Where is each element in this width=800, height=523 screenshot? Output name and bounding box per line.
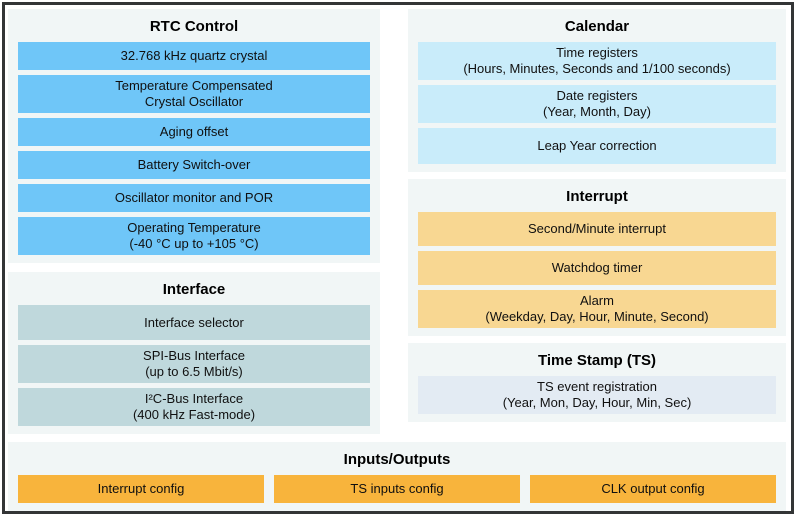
block-ts-event-registration: TS event registration (Year, Mon, Day, H…: [418, 376, 776, 414]
block-interface-selector: Interface selector: [18, 305, 370, 340]
calendar-boxes: Time registers (Hours, Minutes, Seconds …: [418, 42, 776, 164]
panel-rtc-control: RTC Control 32.768 kHz quartz crystal Te…: [8, 9, 380, 263]
diagram-columns: RTC Control 32.768 kHz quartz crystal Te…: [8, 9, 786, 434]
block-watchdog-timer: Watchdog timer: [418, 251, 776, 285]
time-stamp-title: Time Stamp (TS): [537, 352, 657, 369]
panel-inputs-outputs: Inputs/Outputs Interrupt config TS input…: [8, 442, 786, 511]
rtc-control-title: RTC Control: [149, 18, 239, 35]
block-i2c-bus-interface: I²C-Bus Interface (400 kHz Fast-mode): [18, 388, 370, 426]
block-operating-temperature: Operating Temperature (-40 °C up to +105…: [18, 217, 370, 255]
block-clk-output-config: CLK output config: [530, 475, 776, 503]
inputs-outputs-boxes: Interrupt config TS inputs config CLK ou…: [18, 475, 776, 503]
interface-boxes: Interface selector SPI-Bus Interface (up…: [18, 305, 370, 426]
block-oscillator-monitor-por: Oscillator monitor and POR: [18, 184, 370, 212]
rtc-control-boxes: 32.768 kHz quartz crystal Temperature Co…: [18, 42, 370, 255]
block-second-minute-interrupt: Second/Minute interrupt: [418, 212, 776, 246]
panel-interrupt: Interrupt Second/Minute interrupt Watchd…: [408, 179, 786, 336]
right-column: Calendar Time registers (Hours, Minutes,…: [408, 9, 786, 434]
block-alarm: Alarm (Weekday, Day, Hour, Minute, Secon…: [418, 290, 776, 328]
interrupt-title: Interrupt: [566, 188, 628, 205]
diagram-frame: RTC Control 32.768 kHz quartz crystal Te…: [2, 2, 794, 514]
interrupt-boxes: Second/Minute interrupt Watchdog timer A…: [418, 212, 776, 328]
block-date-registers: Date registers (Year, Month, Day): [418, 85, 776, 123]
panel-interface: Interface Interface selector SPI-Bus Int…: [8, 272, 380, 434]
block-tcxo: Temperature Compensated Crystal Oscillat…: [18, 75, 370, 113]
block-interrupt-config: Interrupt config: [18, 475, 264, 503]
block-quartz-crystal: 32.768 kHz quartz crystal: [18, 42, 370, 70]
inputs-outputs-title: Inputs/Outputs: [343, 451, 451, 468]
panel-calendar: Calendar Time registers (Hours, Minutes,…: [408, 9, 786, 172]
left-column: RTC Control 32.768 kHz quartz crystal Te…: [8, 9, 380, 434]
block-battery-switchover: Battery Switch-over: [18, 151, 370, 179]
block-time-registers: Time registers (Hours, Minutes, Seconds …: [418, 42, 776, 80]
block-aging-offset: Aging offset: [18, 118, 370, 146]
panel-time-stamp: Time Stamp (TS) TS event registration (Y…: [408, 343, 786, 422]
calendar-title: Calendar: [564, 18, 630, 35]
block-spi-bus-interface: SPI-Bus Interface (up to 6.5 Mbit/s): [18, 345, 370, 383]
time-stamp-boxes: TS event registration (Year, Mon, Day, H…: [418, 376, 776, 414]
block-leap-year-correction: Leap Year correction: [418, 128, 776, 164]
block-ts-inputs-config: TS inputs config: [274, 475, 520, 503]
interface-title: Interface: [162, 281, 226, 298]
